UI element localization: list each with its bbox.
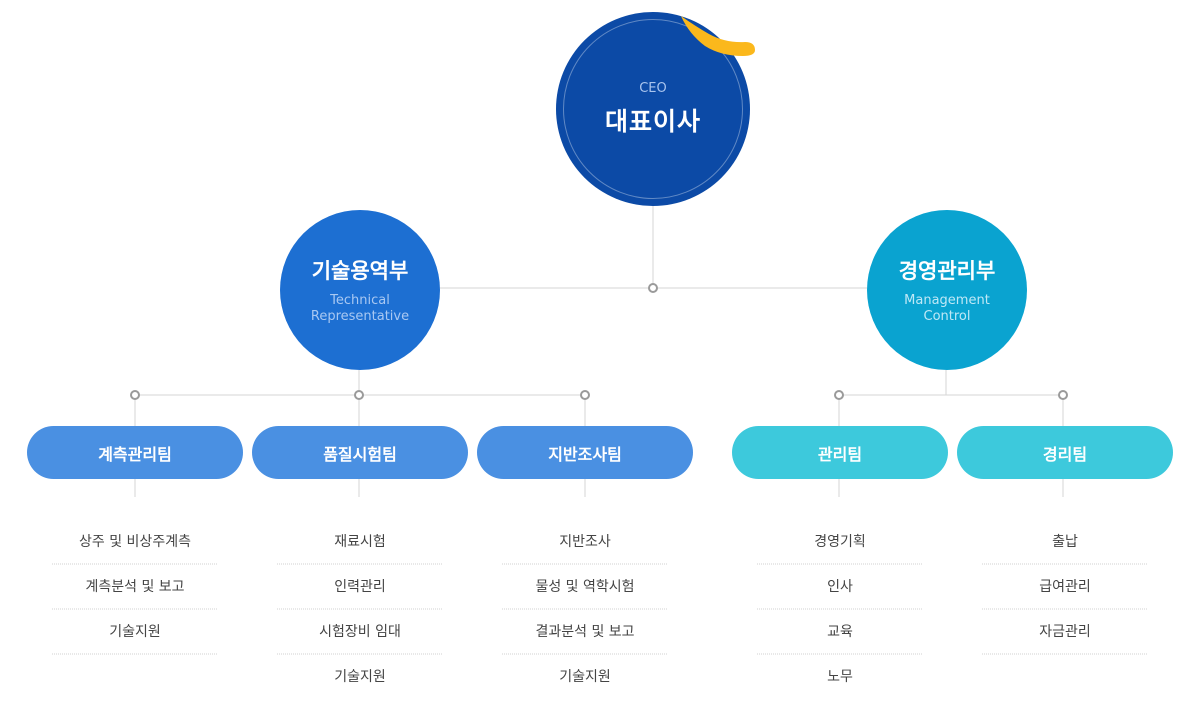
duty-item: 교육 (827, 624, 853, 640)
division-name-en: Management (904, 293, 990, 308)
duty-item: 계측분석 및 보고 (85, 579, 185, 595)
duty-item: 기술지원 (334, 669, 386, 685)
ceo-ring (563, 19, 743, 199)
duty-item: 기술지원 (559, 669, 611, 685)
ceo-label-ko: 대표이사 (604, 106, 701, 136)
team-administration: 관리팀 (732, 426, 948, 479)
connector-node (834, 390, 844, 400)
duty-item: 물성 및 역학시험 (535, 579, 635, 595)
duty-item: 인력관리 (334, 579, 386, 595)
team-accounting: 경리팀 (957, 426, 1173, 479)
duty-item: 인사 (827, 579, 853, 595)
connector-node (130, 390, 140, 400)
connector-node (1058, 390, 1068, 400)
duty-item: 급여관리 (1039, 579, 1091, 595)
division-name-ko: 경영관리부 (898, 259, 996, 283)
duty-item: 결과분석 및 보고 (535, 624, 635, 640)
duty-item: 상주 및 비상주계측 (79, 534, 191, 550)
duty-item: 재료시험 (334, 534, 386, 550)
ceo-node: CEO 대표이사 (556, 12, 755, 206)
connector-node (354, 390, 364, 400)
division-name-en: Control (923, 309, 971, 324)
ceo-corner-tab (681, 16, 755, 56)
technical-division-node: 기술용역부 Technical Representative (280, 210, 440, 370)
duty-item: 시험장비 임대 (319, 624, 401, 640)
duty-item: 지반조사 (559, 534, 611, 550)
duty-item: 자금관리 (1039, 624, 1091, 640)
division-name-ko: 기술용역부 (311, 259, 409, 283)
connector-node (580, 390, 590, 400)
duty-item: 기술지원 (109, 624, 161, 640)
team-quality-testing: 품질시험팀 (252, 426, 468, 479)
team-ground-survey: 지반조사팀 (477, 426, 693, 479)
duty-item: 경영기획 (814, 534, 866, 550)
connector-node (648, 283, 658, 293)
duty-item: 출납 (1052, 534, 1078, 550)
division-name-en: Representative (310, 309, 410, 324)
division-name-en: Technical (330, 293, 390, 308)
duty-item: 노무 (827, 669, 853, 685)
ceo-label-en: CEO (639, 80, 667, 96)
management-division-node: 경영관리부 Management Control (867, 210, 1027, 370)
team-measurement: 계측관리팀 (27, 426, 243, 479)
